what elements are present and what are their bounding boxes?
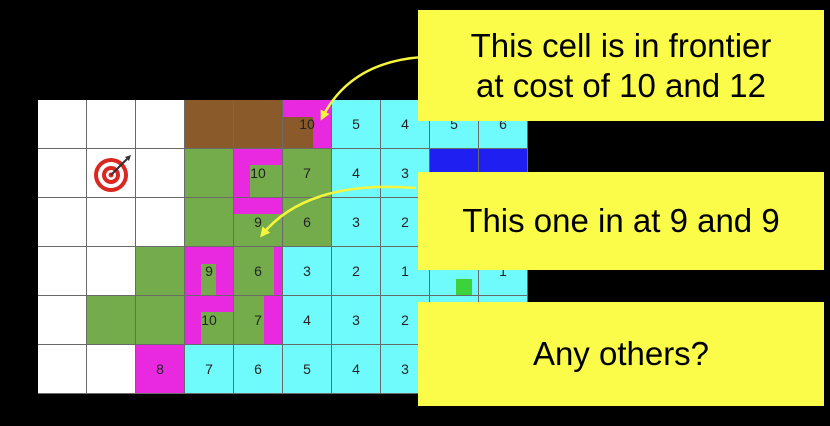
cost-label: 10: [250, 165, 266, 181]
cost-label: 3: [303, 263, 311, 279]
cost-label: 6: [303, 214, 311, 230]
grid-cell-r4-c1: [87, 296, 136, 345]
cost-label: 4: [352, 361, 360, 377]
grid-cell-r5-c6: 4: [332, 345, 381, 394]
grid-cell-r3-c3: 9: [185, 247, 234, 296]
grid-cell-r5-c3: 7: [185, 345, 234, 394]
cost-label: 9: [254, 214, 262, 230]
frontier-patch: [234, 149, 282, 165]
grid-cell-r2-c1: [87, 198, 136, 247]
grid-cell-r1-c5: 7: [283, 149, 332, 198]
visited-patch: [234, 247, 274, 295]
grid-cell-r0-c1: [87, 100, 136, 149]
grid-cell-r1-c1: [87, 149, 136, 198]
grid-cell-r0-c0: [38, 100, 87, 149]
cost-label: 2: [401, 312, 409, 328]
frontier-patch: [185, 296, 233, 312]
visited-patch: [283, 117, 313, 148]
grid-cell-r0-c3: [185, 100, 234, 149]
visited-patch: [268, 214, 282, 246]
grid-cell-r3-c0: [38, 247, 87, 296]
frontier-patch: [136, 345, 184, 393]
cost-label: 10: [201, 312, 217, 328]
cost-label: 3: [401, 361, 409, 377]
cost-label: 5: [450, 116, 458, 132]
grid-cell-r1-c0: [38, 149, 87, 198]
frontier-patch: [264, 296, 282, 344]
callout-nine-line: This one in at 9 and 9: [462, 202, 780, 240]
start-marker-patch: [456, 279, 472, 295]
callout-others-line: Any others?: [532, 335, 710, 373]
grid-cell-r4-c6: 3: [332, 296, 381, 345]
grid-cell-r2-c2: [136, 198, 185, 247]
cost-label: 3: [401, 165, 409, 181]
cost-label: 2: [352, 263, 360, 279]
grid-cell-r4-c0: [38, 296, 87, 345]
callout-frontier-line-1: This cell is in frontier: [470, 26, 772, 64]
grid-cell-r4-c2: [136, 296, 185, 345]
cost-label: 6: [254, 263, 262, 279]
callout-frontier-line-2: at cost of 10 and 12: [476, 66, 766, 104]
callout-nine-and-nine: This one in at 9 and 9: [418, 172, 824, 270]
cost-label: 10: [299, 116, 315, 132]
grid-cell-r3-c5: 3: [283, 247, 332, 296]
grid-cell-r0-c6: 5: [332, 100, 381, 149]
arrow-to-frontier-cell: [320, 55, 425, 121]
grid-cell-r5-c4: 6: [234, 345, 283, 394]
cost-label: 4: [401, 116, 409, 132]
visited-patch: [250, 165, 282, 197]
cost-label: 2: [401, 214, 409, 230]
grid-cell-r4-c3: 10: [185, 296, 234, 345]
grid-cell-r4-c5: 4: [283, 296, 332, 345]
grid-cell-r5-c0: [38, 345, 87, 394]
cost-label: 7: [205, 361, 213, 377]
cost-label: 3: [352, 214, 360, 230]
grid-cell-r3-c6: 2: [332, 247, 381, 296]
cost-label: 6: [254, 361, 262, 377]
cost-label: 8: [156, 361, 164, 377]
grid-cell-r5-c2: 8: [136, 345, 185, 394]
grid-cell-r4-c4: 7: [234, 296, 283, 345]
cost-label: 1: [401, 263, 409, 279]
cost-label: 9: [205, 263, 213, 279]
cost-label: 7: [254, 312, 262, 328]
cost-label: 5: [303, 361, 311, 377]
grid-cell-r0-c2: [136, 100, 185, 149]
cost-label: 7: [303, 165, 311, 181]
target-icon: [94, 155, 131, 192]
grid-cell-r2-c0: [38, 198, 87, 247]
grid-cell-r0-c4: [234, 100, 283, 149]
grid-cell-r2-c5: 6: [283, 198, 332, 247]
frontier-patch: [185, 312, 201, 344]
grid-cell-r2-c6: 3: [332, 198, 381, 247]
callout-frontier-cost: This cell is in frontier at cost of 10 a…: [418, 10, 824, 121]
cost-label: 4: [303, 312, 311, 328]
grid-cell-r3-c1: [87, 247, 136, 296]
cost-label: 4: [352, 165, 360, 181]
cost-label: 6: [499, 116, 507, 132]
grid-cell-r1-c3: [185, 149, 234, 198]
grid-cell-r3-c4: 6: [234, 247, 283, 296]
grid-cell-r1-c6: 4: [332, 149, 381, 198]
grid-cell-r1-c4: 10: [234, 149, 283, 198]
grid-cell-r2-c3: [185, 198, 234, 247]
grid-cell-r5-c1: [87, 345, 136, 394]
frontier-patch: [216, 264, 233, 295]
frontier-patch: [185, 247, 233, 264]
cost-label: 3: [352, 312, 360, 328]
cost-label: 1: [499, 263, 507, 279]
grid-cell-r5-c5: 5: [283, 345, 332, 394]
grid-cell-r1-c2: [136, 149, 185, 198]
arrow-to-cell-9: [260, 185, 417, 238]
cost-label: 5: [352, 116, 360, 132]
frontier-patch: [234, 198, 282, 214]
grid-cell-r3-c2: [136, 247, 185, 296]
frontier-patch: [185, 264, 201, 295]
callout-any-others: Any others?: [418, 302, 824, 406]
